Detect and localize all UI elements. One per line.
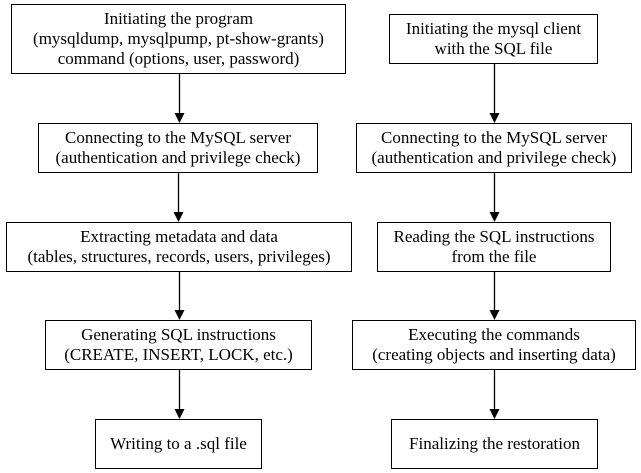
dump-step-1-line-3: command (options, user, password) xyxy=(57,49,300,68)
dump-step-2-line-2: (authentication and privilege check) xyxy=(55,148,301,167)
restore-step-3-line-1: Reading the SQL instructions xyxy=(393,227,595,246)
dump-step-4-line-1: Generating SQL instructions xyxy=(81,325,276,344)
dump-step-2-line-1: Connecting to the MySQL server xyxy=(65,128,291,147)
arrow-dump-step-2-to-dump-step-3 xyxy=(173,173,184,222)
dump-step-5: Writing to a .sql file xyxy=(95,419,262,469)
dump-step-2: Connecting to the MySQL server (authenti… xyxy=(38,123,318,173)
arrow-head-icon xyxy=(174,310,185,320)
restore-step-3: Reading the SQL instructions from the fi… xyxy=(377,222,611,272)
arrow-head-icon xyxy=(489,212,500,222)
arrow-restore-step-2-to-restore-step-3 xyxy=(489,173,500,222)
restore-step-5: Finalizing the restoration xyxy=(391,419,598,469)
arrow-restore-step-1-to-restore-step-2 xyxy=(489,64,500,123)
restore-step-5-line-1: Finalizing the restoration xyxy=(409,434,580,453)
restore-step-1-line-1: Initiating the mysql client xyxy=(405,19,582,38)
arrow-restore-step-3-to-restore-step-4 xyxy=(489,272,500,320)
dump-step-4: Generating SQL instructions (CREATE, INS… xyxy=(45,320,312,370)
dump-step-4-line-2: (CREATE, INSERT, LOCK, etc.) xyxy=(64,345,293,364)
dump-step-5-line-1: Writing to a .sql file xyxy=(110,434,247,453)
arrow-dump-step-3-to-dump-step-4 xyxy=(174,272,185,320)
dump-step-3-line-1: Extracting metadata and data xyxy=(80,227,278,246)
dump-step-3: Extracting metadata and data (tables, st… xyxy=(6,222,352,272)
restore-step-4-line-2: (creating objects and inserting data) xyxy=(372,345,616,364)
arrow-restore-step-4-to-restore-step-5 xyxy=(489,370,500,419)
restore-step-2-line-2: (authentication and privilege check) xyxy=(371,148,617,167)
restore-step-4-line-1: Executing the commands xyxy=(408,325,580,344)
arrow-dump-step-4-to-dump-step-5 xyxy=(174,370,185,419)
restore-step-2: Connecting to the MySQL server (authenti… xyxy=(356,123,632,173)
arrow-head-icon xyxy=(489,113,500,123)
restore-step-3-line-2: from the file xyxy=(451,247,537,266)
dump-step-1-line-1: Initiating the program xyxy=(103,9,254,28)
arrow-head-icon xyxy=(489,409,500,419)
dump-step-1: Initiating the program (mysqldump, mysql… xyxy=(11,4,346,74)
restore-step-4: Executing the commands (creating objects… xyxy=(352,320,636,370)
restore-step-2-line-1: Connecting to the MySQL server xyxy=(381,128,607,147)
arrow-head-icon xyxy=(173,212,184,222)
restore-step-1-line-2: with the SQL file xyxy=(434,39,553,58)
dump-step-1-line-2: (mysqldump, mysqlpump, pt-show-grants) xyxy=(33,29,324,48)
arrow-dump-step-1-to-dump-step-2 xyxy=(174,74,185,123)
arrow-head-icon xyxy=(174,113,185,123)
arrow-head-icon xyxy=(174,409,185,419)
dump-step-3-line-2: (tables, structures, records, users, pri… xyxy=(27,247,331,266)
arrow-head-icon xyxy=(489,310,500,320)
restore-step-1: Initiating the mysql client with the SQL… xyxy=(389,14,598,64)
